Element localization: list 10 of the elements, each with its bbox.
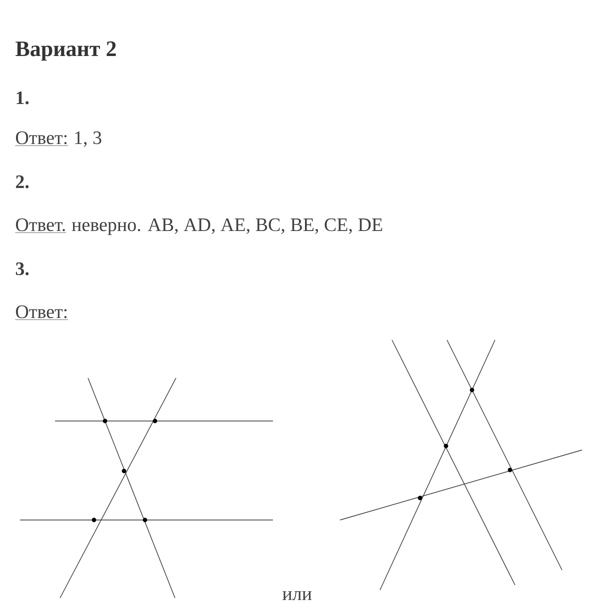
answer-label: Ответ: <box>15 131 68 146</box>
answer-text: неверно. AB, AD, AE, BC, BE, CE, DE <box>72 218 382 236</box>
task-number: 3. <box>16 262 29 276</box>
answer-label: Ответ: <box>15 305 68 320</box>
task-number: 1. <box>16 91 29 104</box>
task-number: 2. <box>16 175 29 188</box>
answer-label: Ответ. <box>15 218 66 233</box>
answer-text: 1, 3 <box>75 131 102 147</box>
answer-text: или <box>282 591 312 600</box>
heading: Вариант 2 <box>16 41 116 61</box>
